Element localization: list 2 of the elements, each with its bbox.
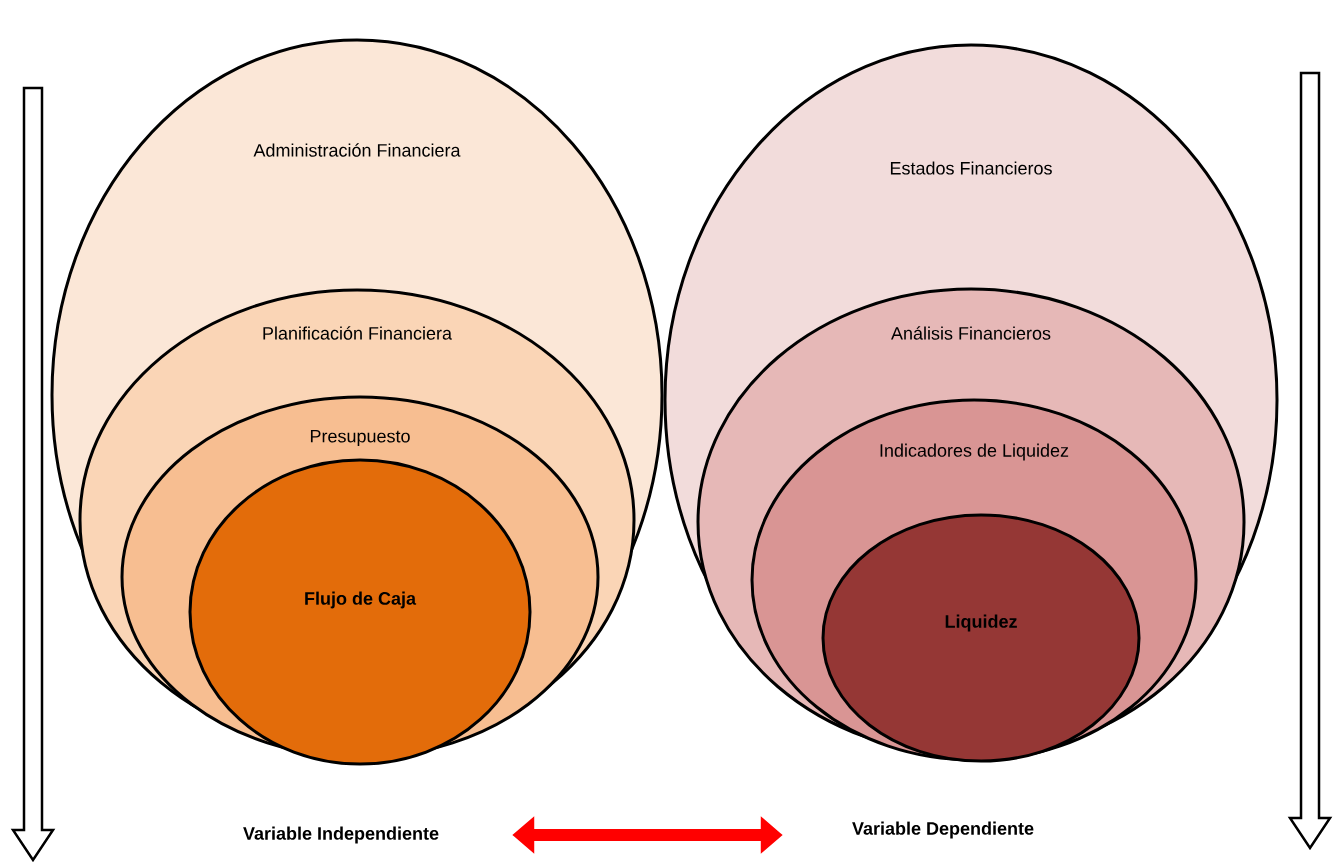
variable-label: Variable Independiente	[243, 826, 439, 844]
variable-label: Variable Dependiente	[852, 821, 1034, 839]
